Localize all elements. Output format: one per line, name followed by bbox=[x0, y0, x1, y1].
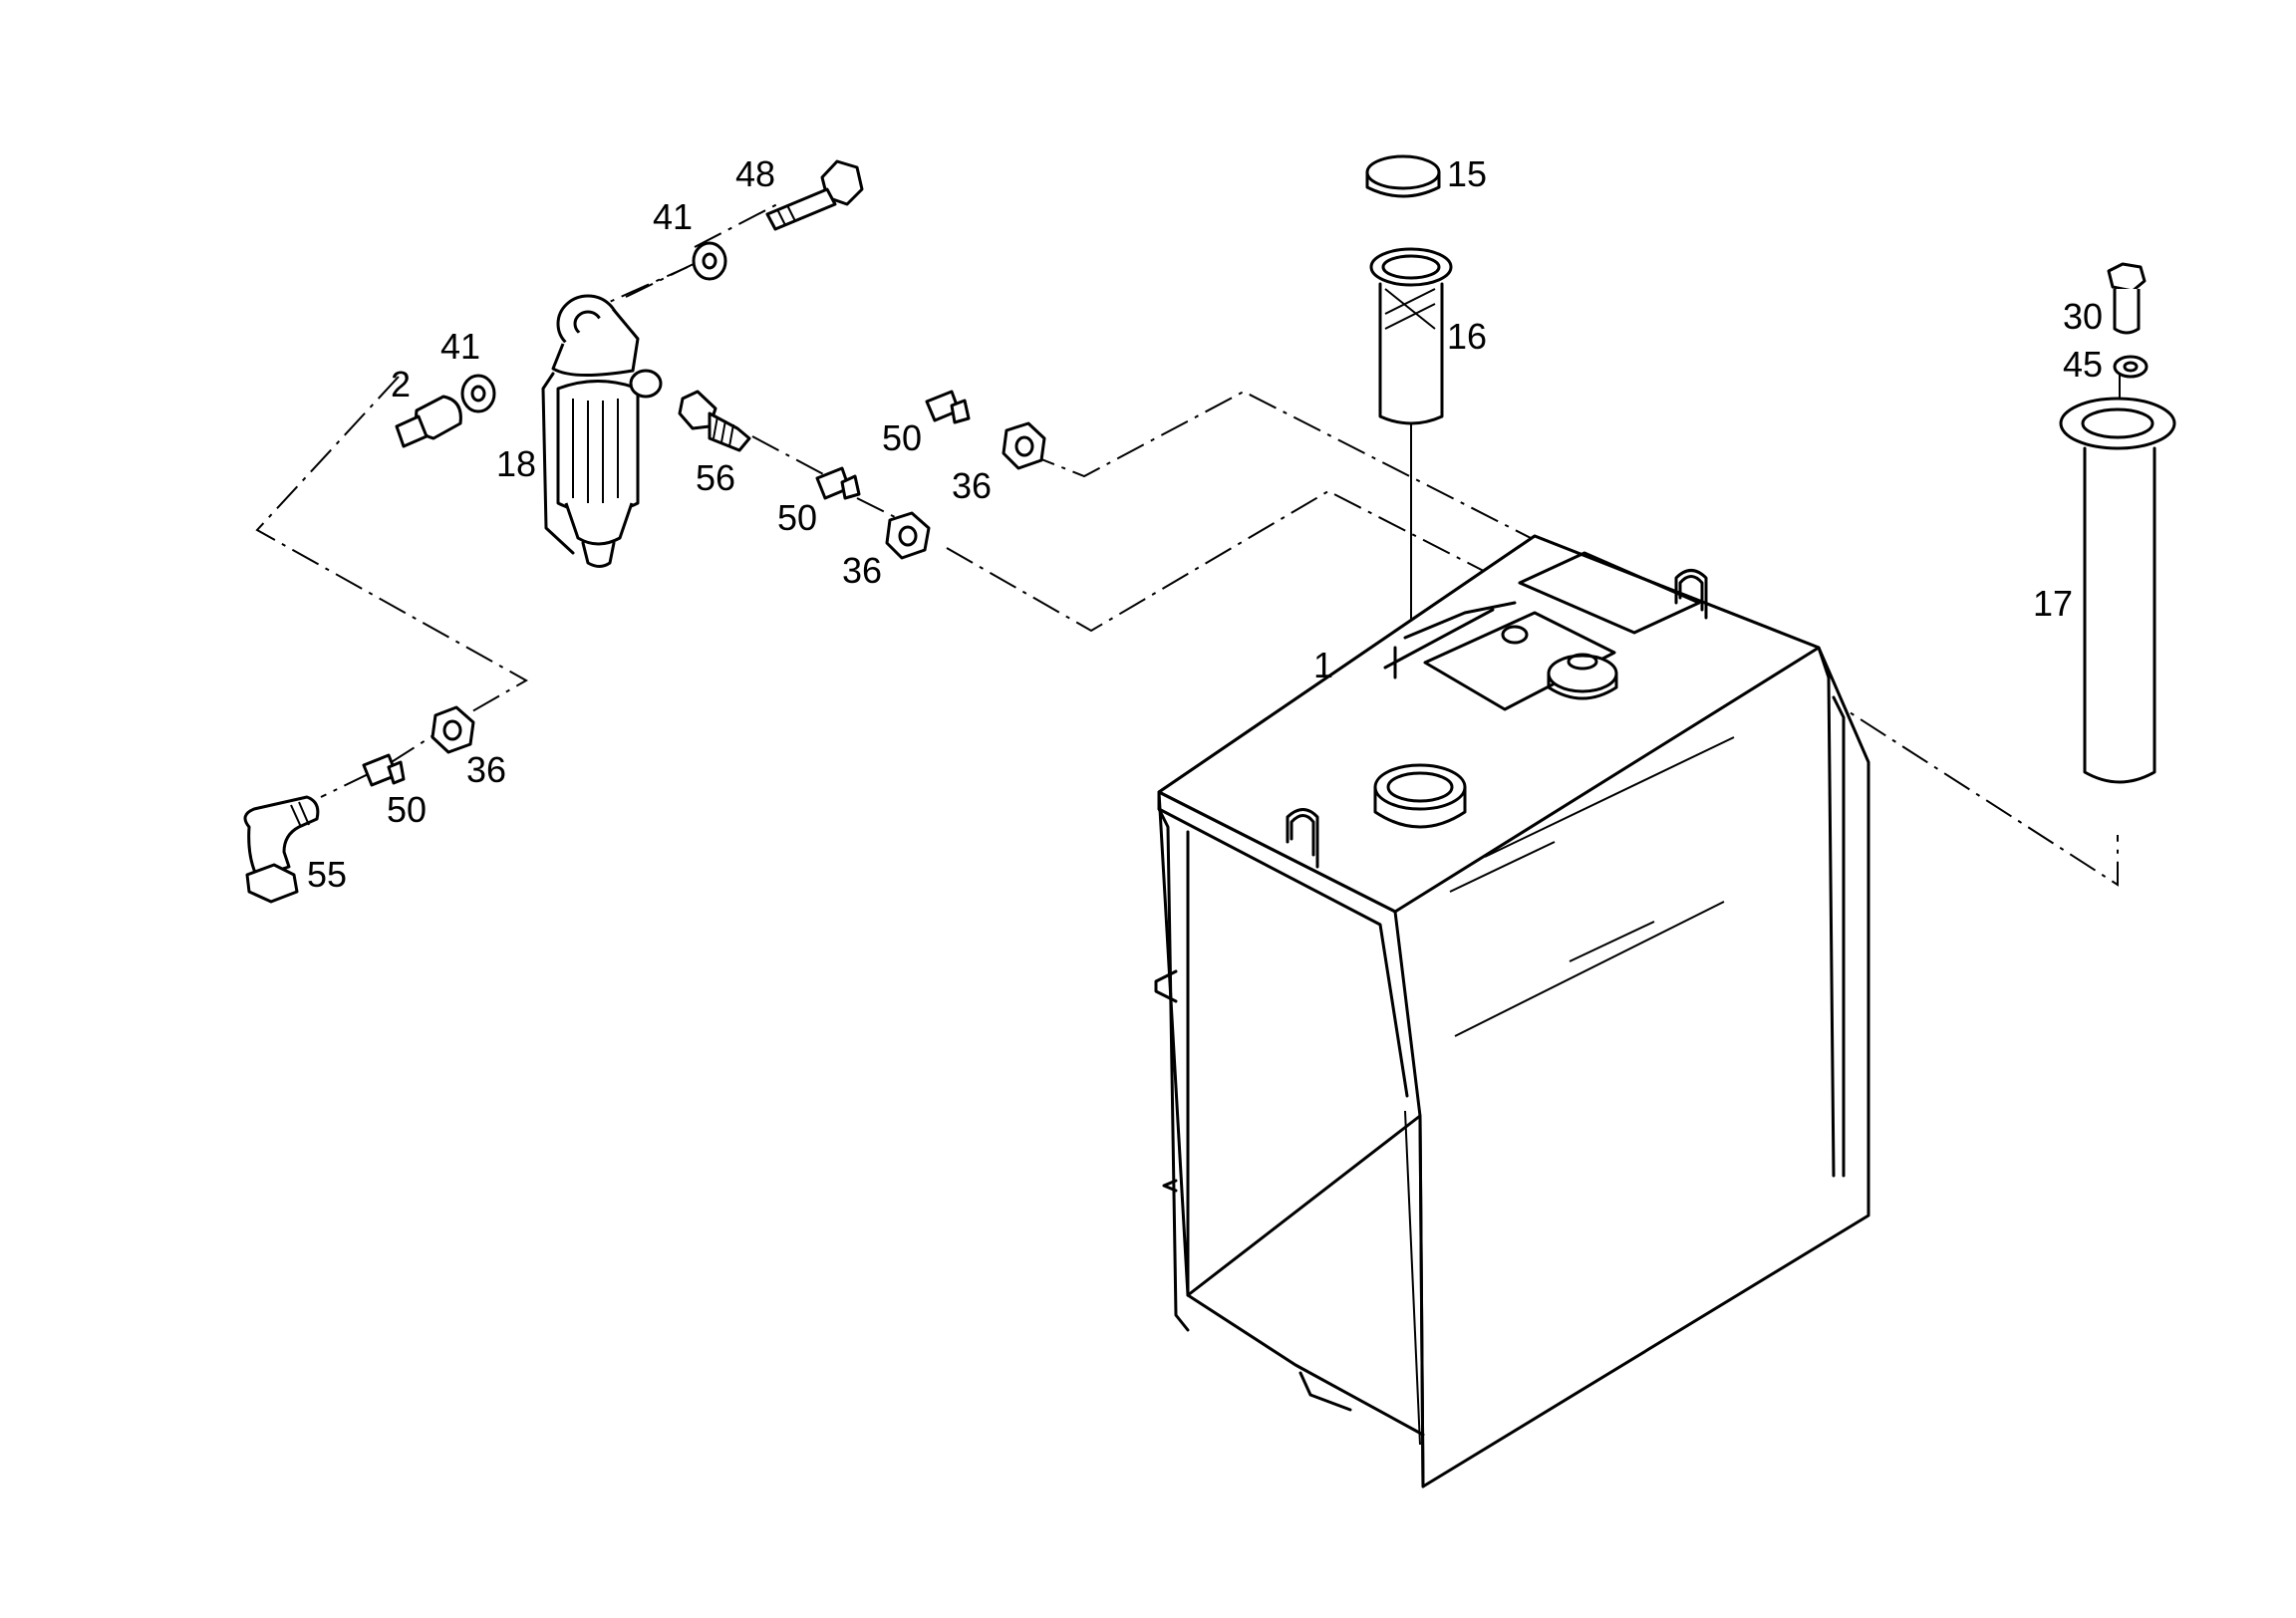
callout-labels: 1 15 16 17 30 45 48 41 41 2 18 56 50 36 … bbox=[307, 153, 2103, 895]
callout-sleeve-50-middle: 50 bbox=[777, 497, 817, 538]
callout-nut-36-upper: 36 bbox=[952, 465, 992, 506]
filler-cap bbox=[1365, 154, 1441, 198]
nut-36-upper bbox=[1002, 421, 1046, 470]
callout-washer-45: 45 bbox=[2063, 344, 2103, 385]
nut-36-lower bbox=[430, 705, 475, 754]
sleeve-50-middle bbox=[815, 466, 861, 500]
callout-nut-36-lower: 36 bbox=[466, 749, 506, 790]
elbow-55 bbox=[243, 795, 320, 904]
callout-fitting-56: 56 bbox=[696, 457, 735, 498]
callout-sleeve-50-upper: 50 bbox=[882, 417, 922, 458]
fuel-tank bbox=[1154, 534, 1870, 1488]
callout-sleeve-50-lower: 50 bbox=[387, 789, 427, 830]
sleeve-50-lower bbox=[362, 753, 406, 787]
washer-41-left bbox=[460, 374, 496, 413]
callout-cap: 15 bbox=[1447, 153, 1487, 194]
callout-bolt-30: 30 bbox=[2063, 296, 2103, 337]
assembly-lines bbox=[255, 203, 2121, 887]
filler-strainer bbox=[1369, 247, 1453, 425]
bolt-30 bbox=[2107, 262, 2147, 335]
callout-nut-36-middle: 36 bbox=[842, 550, 882, 591]
washer-45 bbox=[2113, 355, 2149, 379]
washer-41-top bbox=[692, 241, 727, 281]
callout-bolt-48: 48 bbox=[735, 153, 775, 194]
callout-sender: 17 bbox=[2033, 583, 2073, 624]
callout-filter-18: 18 bbox=[496, 443, 536, 484]
sleeve-50-upper bbox=[925, 390, 971, 424]
nut-36-middle bbox=[885, 511, 931, 560]
fuel-filter bbox=[541, 294, 663, 568]
callout-adapter-2: 2 bbox=[391, 364, 411, 404]
callout-washer-41-top: 41 bbox=[653, 196, 693, 237]
callout-elbow-55: 55 bbox=[307, 854, 347, 895]
callout-strainer: 16 bbox=[1447, 316, 1487, 357]
callout-washer-41-left: 41 bbox=[440, 326, 480, 367]
bolt-48 bbox=[765, 159, 864, 231]
adapter-2 bbox=[395, 395, 462, 448]
sender-tube bbox=[2059, 397, 2176, 784]
callout-tank: 1 bbox=[1313, 645, 1333, 685]
fitting-56 bbox=[678, 390, 751, 452]
